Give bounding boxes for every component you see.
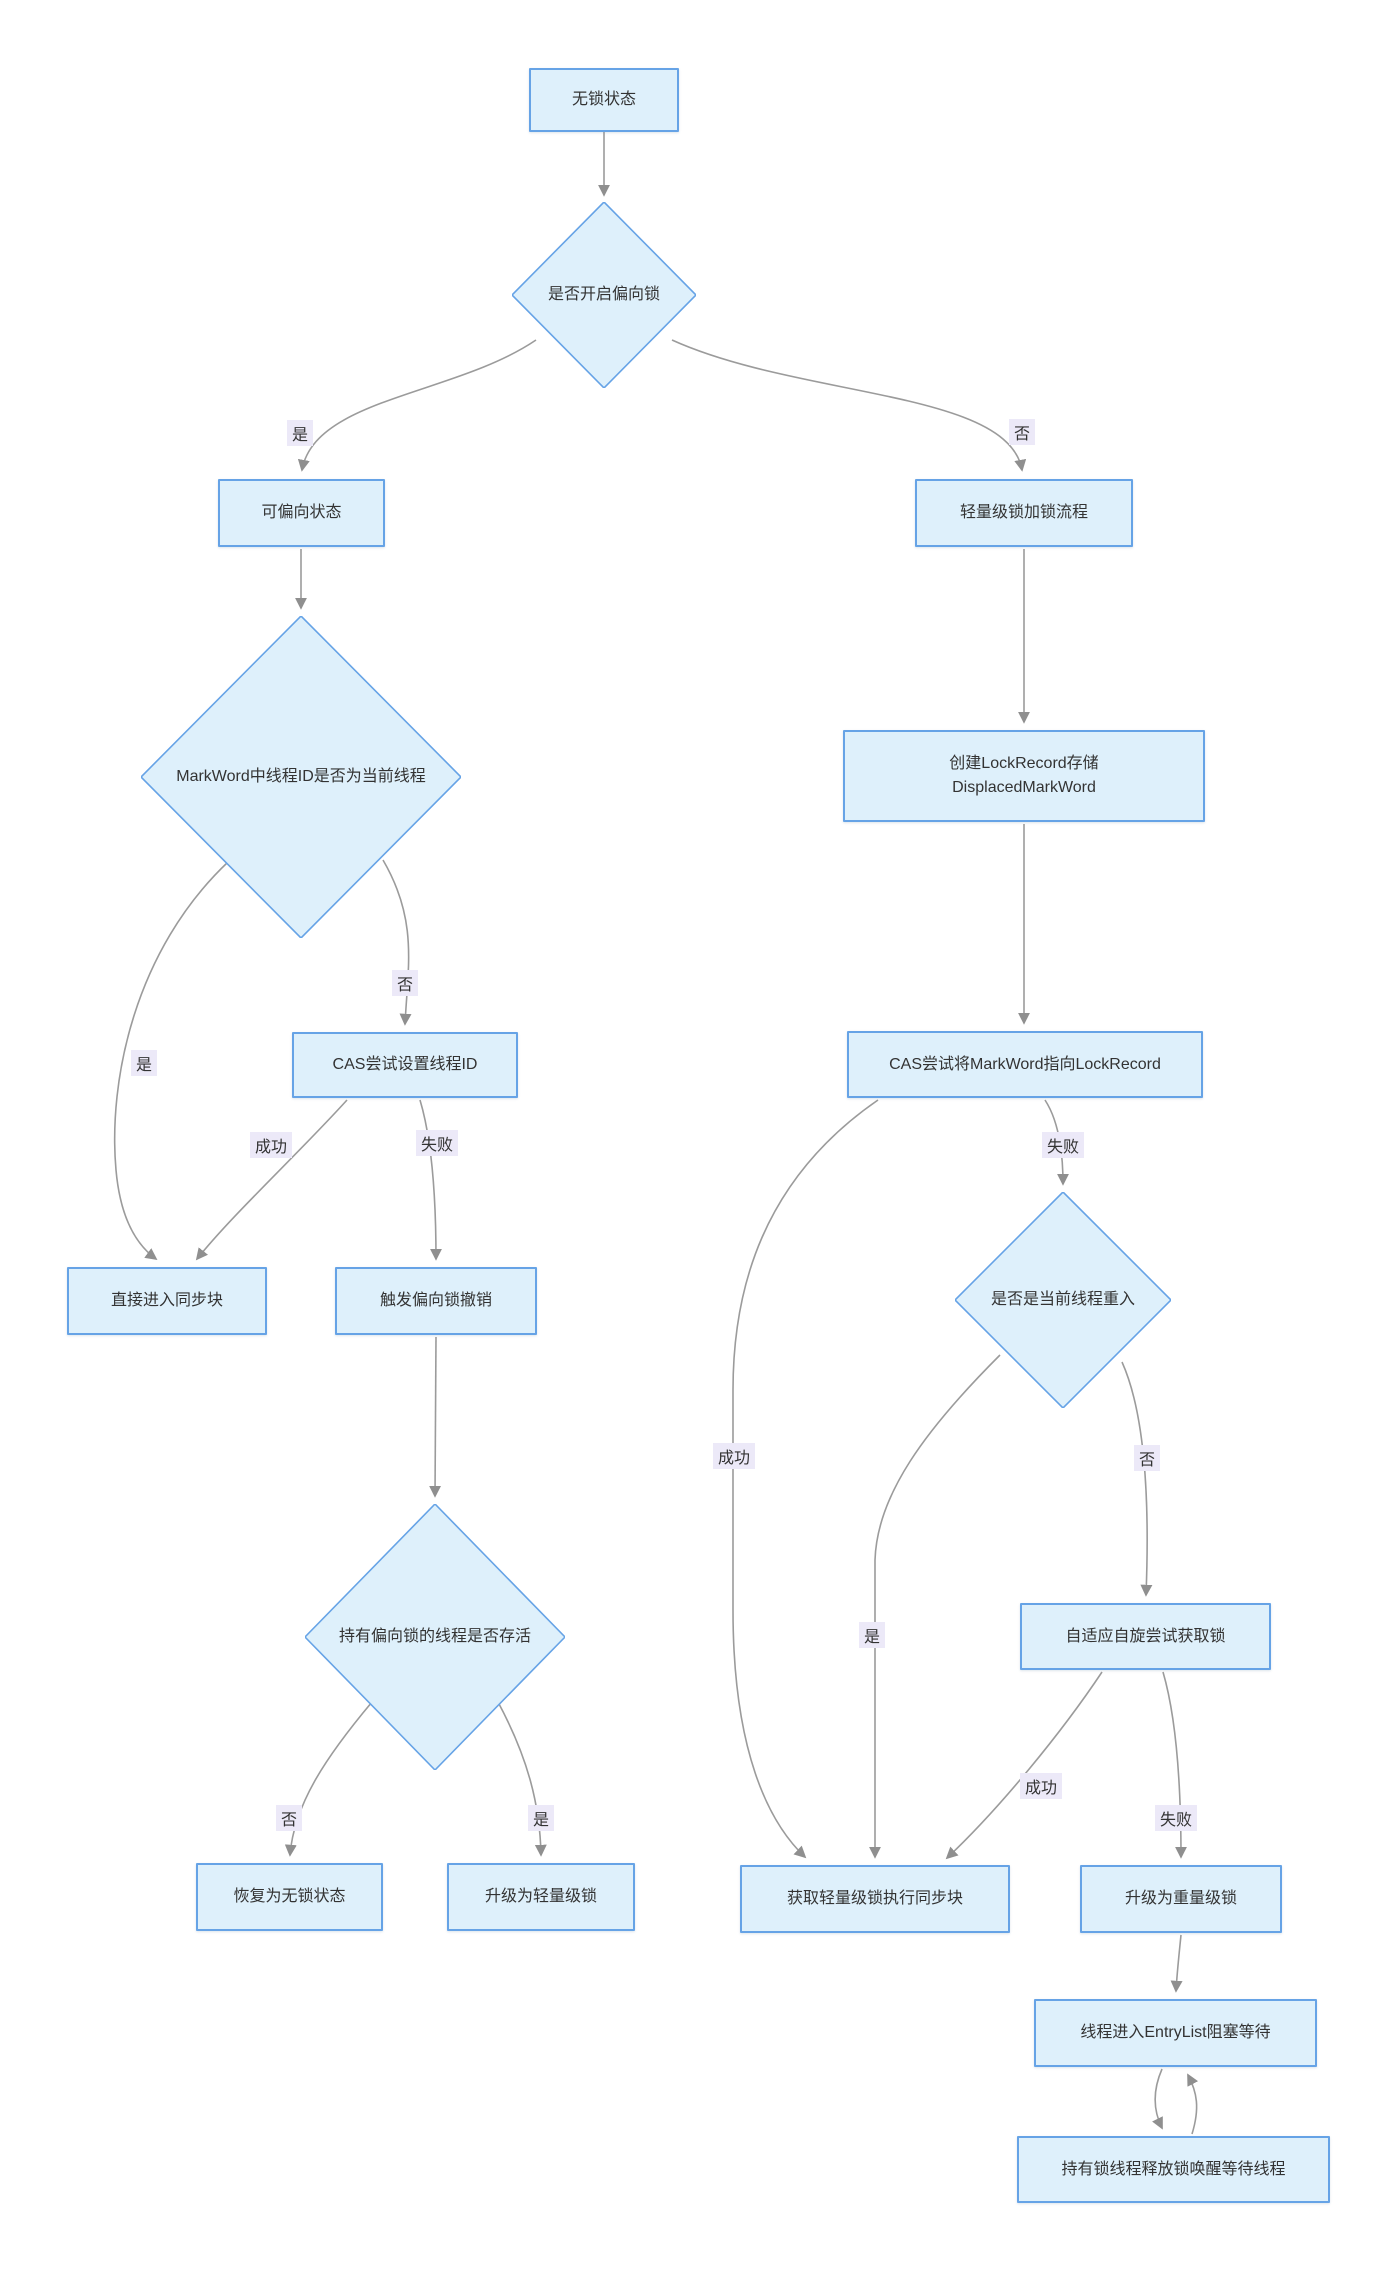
node-reentrant-question: 是否是当前线程重入: [955, 1192, 1171, 1408]
edge-caspoint-to-acquire: [732, 1099, 879, 1859]
node-release-wake: 持有锁线程释放锁唤醒等待线程: [1017, 2136, 1330, 2203]
node-markword-threadid-question: MarkWord中线程ID是否为当前线程: [141, 616, 461, 938]
node-create-lockrecord-line2: DisplacedMarkWord: [952, 779, 1096, 796]
node-acquire-lightweight: 获取轻量级锁执行同步块: [740, 1865, 1010, 1933]
edge-entrylist-to-release: [1152, 2068, 1163, 2130]
edge-label-spin-fail: 失败: [1154, 1805, 1198, 1831]
node-restore-lock-free: 恢复为无锁状态: [196, 1863, 383, 1931]
node-cas-point-lockrecord: CAS尝试将MarkWord指向LockRecord: [847, 1031, 1203, 1098]
edge-label-reentrant-no: 否: [1133, 1445, 1161, 1471]
node-trigger-bias-revoke: 触发偏向锁撤销: [335, 1267, 537, 1335]
edge-release-to-entrylist: [1187, 2073, 1199, 2135]
edge-label-cas-point-success: 成功: [712, 1443, 756, 1469]
node-upgrade-lightweight: 升级为轻量级锁: [447, 1863, 635, 1931]
node-label: MarkWord中线程ID是否为当前线程: [176, 768, 426, 785]
edge-upgradehw-to-entrylist: [1170, 1934, 1183, 1993]
edge-label-alive-yes: 是: [527, 1805, 555, 1831]
edge-reentrantq-to-spin: [1121, 1361, 1153, 1597]
edge-casset-to-revoke: [419, 1099, 442, 1261]
node-create-lockrecord: 创建LockRecord存储 DisplacedMarkWord: [843, 730, 1205, 822]
node-lock-free-state: 无锁状态: [529, 68, 679, 132]
node-biasable-state: 可偏向状态: [218, 479, 385, 547]
edge-label-cas-set-fail: 失败: [415, 1130, 459, 1156]
node-label: 是否开启偏向锁: [547, 286, 660, 303]
edge-revoke-to-aliveq: [429, 1336, 442, 1498]
edge-biasedq-to-biasable: [297, 339, 537, 472]
edge-label-yes-to-biasable: 是: [286, 420, 314, 446]
edge-spin-to-upgradehw: [1162, 1671, 1187, 1859]
node-entrylist-wait: 线程进入EntryList阻塞等待: [1034, 1999, 1317, 2067]
edge-markwordq-to-entersync: [113, 861, 229, 1261]
node-create-lockrecord-line1: 创建LockRecord存储: [949, 755, 1099, 772]
edge-label-cas-set-success: 成功: [249, 1132, 293, 1158]
node-label: 持有偏向锁的线程是否存活: [338, 1628, 531, 1645]
edge-label-reentrant-yes: 是: [858, 1622, 886, 1648]
diamond-shape: [955, 1192, 1171, 1408]
edge-casset-to-entersync: [195, 1099, 348, 1261]
node-upgrade-heavyweight: 升级为重量级锁: [1080, 1865, 1282, 1933]
node-bias-thread-alive-question: 持有偏向锁的线程是否存活: [305, 1504, 565, 1770]
edge-aliveq-to-restore: [284, 1701, 373, 1857]
edge-biasedq-to-lightweight: [671, 339, 1027, 472]
edge-aliveq-to-upgradelw: [497, 1701, 547, 1857]
edge-label-no-to-lightweight: 否: [1008, 419, 1036, 445]
node-biased-lock-enabled-question: 是否开启偏向锁: [512, 202, 696, 388]
node-enter-sync-block: 直接进入同步块: [67, 1267, 267, 1335]
node-cas-set-threadid: CAS尝试设置线程ID: [292, 1032, 518, 1098]
node-label: 是否是当前线程重入: [990, 1291, 1135, 1308]
diamond-shape: [512, 202, 696, 388]
diamond-shape: [305, 1504, 565, 1770]
edge-label-spin-success: 成功: [1019, 1773, 1063, 1799]
edge-markwordq-to-casset: [382, 859, 412, 1026]
diamond-shape: [141, 616, 461, 938]
node-lightweight-lock-flow: 轻量级锁加锁流程: [915, 479, 1133, 547]
edge-label-markword-yes: 是: [130, 1050, 158, 1076]
edge-reentrantq-to-acquire: [869, 1354, 1001, 1859]
edge-label-alive-no: 否: [275, 1805, 303, 1831]
edge-label-markword-no: 否: [391, 970, 419, 996]
edge-label-cas-point-fail: 失败: [1041, 1132, 1085, 1158]
edge-spin-to-acquire: [945, 1671, 1103, 1860]
node-adaptive-spin: 自适应自旋尝试获取锁: [1020, 1603, 1271, 1670]
